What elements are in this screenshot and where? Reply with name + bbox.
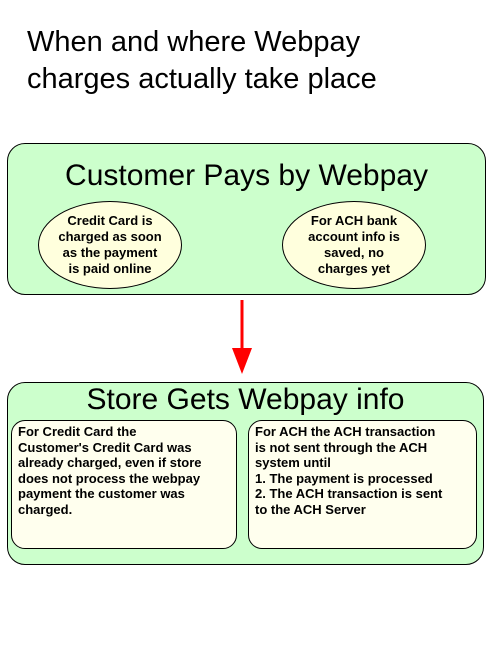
ach-note-line: 1. The payment is processed <box>255 470 433 486</box>
customer-pays-heading: Customer Pays by Webpay <box>65 159 428 192</box>
ach-oval-line: saved, no <box>324 245 384 260</box>
credit-card-note-line: payment the customer was <box>18 486 185 502</box>
credit-card-note-line: does not process the webpay <box>18 470 201 486</box>
ach-oval-line: For ACH bank <box>310 213 398 228</box>
ach-note-line: system until <box>255 455 331 471</box>
credit-card-note-line: For Credit Card the <box>18 424 137 439</box>
diagram-title-line-1: When and where Webpay <box>27 26 361 58</box>
credit-card-oval-line: as the payment <box>62 245 158 260</box>
credit-card-oval: Credit Card is charged as soon as the pa… <box>38 201 182 289</box>
credit-card-note-line: already charged, even if store <box>18 455 202 471</box>
credit-card-oval-line: is paid online <box>68 261 152 276</box>
diagram-title-line-2: charges actually take place <box>27 63 377 95</box>
store-gets-info-panel: Store Gets Webpay info For Credit Card t… <box>7 382 484 565</box>
down-arrow-icon <box>232 300 252 374</box>
ach-oval: For ACH bank account info is saved, no c… <box>282 201 426 289</box>
customer-pays-panel: Customer Pays by Webpay Credit Card is c… <box>7 143 486 295</box>
credit-card-note: For Credit Card the Customer's Credit Ca… <box>11 420 237 549</box>
down-arrow-head <box>232 348 252 374</box>
diagram-title: When and where Webpay charges actually t… <box>27 24 467 98</box>
ach-note-line: 2. The ACH transaction is sent <box>255 486 443 502</box>
ach-oval-line: charges yet <box>317 261 391 276</box>
ach-note-line: is not sent through the ACH <box>255 439 428 455</box>
store-gets-info-heading: Store Gets Webpay info <box>86 383 405 416</box>
credit-card-note-line: charged. <box>18 501 73 517</box>
ach-oval-line: account info is <box>308 229 400 244</box>
ach-note-line: to the ACH Server <box>255 501 366 517</box>
ach-note-line: For ACH the ACH transaction <box>255 424 436 439</box>
ach-note: For ACH the ACH transaction is not sent … <box>248 420 477 549</box>
credit-card-oval-line: Credit Card is <box>67 213 153 228</box>
credit-card-oval-line: charged as soon <box>58 229 162 244</box>
credit-card-note-line: Customer's Credit Card was <box>18 439 192 455</box>
